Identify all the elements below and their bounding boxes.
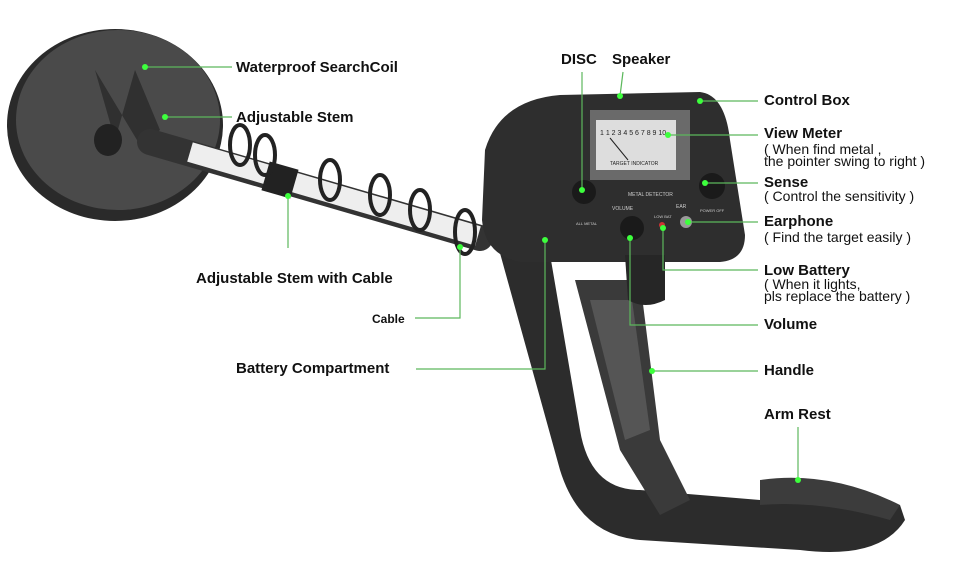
low-bat-text: LOW BAT [654,214,672,219]
stem-shaft [137,123,493,256]
volume-knob[interactable] [620,216,644,240]
search-coil [7,29,223,221]
label-stem-with-cable: Adjustable Stem with Cable [196,270,393,287]
metal-detector-text: METAL DETECTOR [628,192,673,198]
label-view-meter: View Meter [764,125,843,142]
target-indicator-text: TARGET INDICATOR [610,161,659,167]
label-earphone: Earphone [764,213,834,230]
label-speaker: Speaker [612,51,671,68]
marker-dots [142,64,801,483]
label-handle: Handle [764,362,815,379]
label-adjustable-stem: Adjustable Stem [236,109,354,126]
leader-lines [145,66,799,480]
label-control-box: Control Box [764,92,850,109]
earphone-note: ( Find the target easily ) [764,229,912,245]
label-sense: Sense [764,174,809,191]
label-low-battery: Low Battery [764,262,850,279]
view-meter-note-1: ( When find metal , [764,141,882,157]
label-disc: DISC [561,51,597,68]
power-off-text: POWER OFF [700,208,725,213]
ear-text: EAR [676,204,687,210]
low-battery-note-1: ( When it lights, [764,276,861,292]
all-metal-text: ALL METAL [576,221,598,226]
sense-note: ( Control the sensitivity ) [764,188,915,204]
sense-knob[interactable] [699,173,725,199]
low-battery-note-2: pls replace the battery ) [764,288,911,304]
meter-scale: 1 1 2 3 4 5 6 7 8 9 10 [600,130,666,137]
label-searchcoil: Waterproof SearchCoil [236,59,398,76]
view-meter-note-2: the pointer swing to right ) [764,153,926,169]
label-cable: Cable [372,312,405,326]
label-volume: Volume [764,316,818,333]
volume-text: VOLUME [612,206,634,212]
label-arm-rest: Arm Rest [764,406,831,423]
handle-grip [575,280,690,515]
label-battery-compartment: Battery Compartment [236,360,390,377]
